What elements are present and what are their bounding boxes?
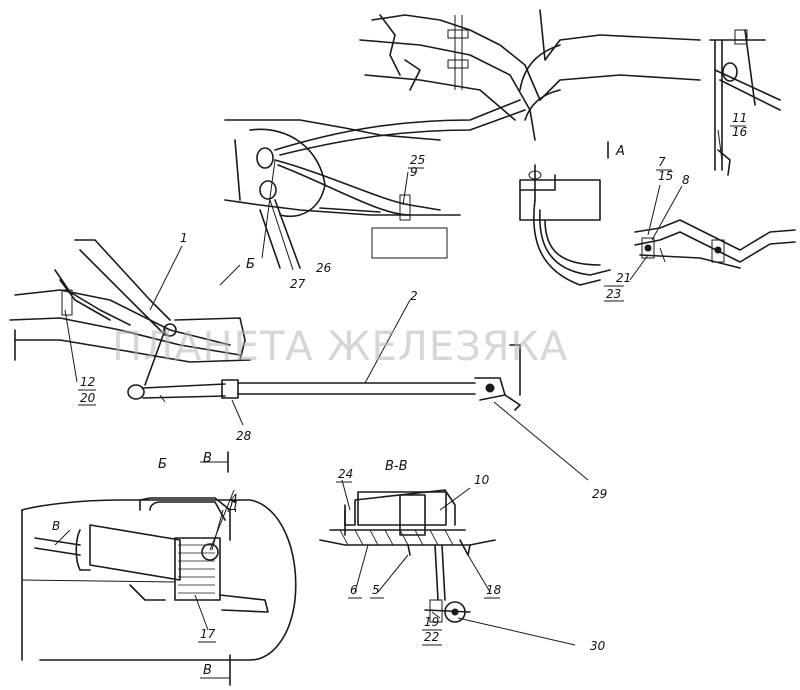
rod-assembly	[127, 344, 521, 411]
view-b-assembly	[21, 497, 297, 661]
callout-18: 18	[486, 583, 502, 597]
callout-10: 10	[474, 473, 490, 487]
callout-27: 27	[290, 277, 306, 291]
callout-12: 12	[80, 375, 95, 389]
callout-6: 6	[350, 583, 358, 597]
leader-lines	[54, 129, 723, 646]
top-frame-assembly	[359, 9, 701, 141]
detail-marker: Д	[227, 499, 237, 513]
callout-23: 23	[606, 287, 621, 301]
callout-26: 26	[316, 261, 332, 275]
tube-line-assembly	[634, 219, 796, 269]
callout-5: 5	[372, 583, 380, 597]
section-marker-left: В	[52, 519, 60, 533]
callout-28: 28	[236, 429, 252, 443]
callout-8: 8	[682, 173, 690, 187]
callout-17: 17	[200, 627, 216, 641]
callout-2: 2	[410, 289, 418, 303]
callout-7: 7	[658, 155, 666, 169]
callout-25: 25	[410, 153, 425, 167]
callout-29: 29	[592, 487, 607, 501]
callout-4: 4	[230, 492, 238, 506]
pedal-assembly	[9, 239, 251, 386]
callout-16: 16	[732, 125, 748, 139]
callout-24: 24	[338, 467, 353, 481]
section-title: В-В	[385, 459, 408, 474]
section-b-b-assembly	[319, 489, 496, 623]
section-marker-bottom: В	[203, 663, 212, 678]
view-b-arrow-label: Б	[246, 257, 255, 272]
callout-15: 15	[658, 169, 673, 183]
callout-21: 21	[616, 271, 631, 285]
section-marker-top: В	[203, 451, 212, 466]
view-a-label: А	[615, 144, 625, 159]
view-b-label: Б	[158, 457, 167, 472]
view-a-assembly	[519, 164, 611, 286]
callout-22: 22	[424, 630, 439, 644]
vertical-bracket-assembly	[709, 29, 781, 176]
callout-1: 1	[180, 231, 188, 245]
bracket-hose-assembly	[224, 99, 526, 269]
callout-30: 30	[590, 639, 606, 653]
watermark: ПЛАНЕТА ЖЕЛЕЗЯКА	[112, 324, 568, 370]
callout-19: 19	[424, 615, 439, 629]
section-markers	[200, 141, 609, 686]
callout-9: 9	[410, 165, 418, 179]
callout-20: 20	[80, 391, 96, 405]
callout-11: 11	[732, 111, 747, 125]
callout-underlines	[78, 125, 746, 646]
